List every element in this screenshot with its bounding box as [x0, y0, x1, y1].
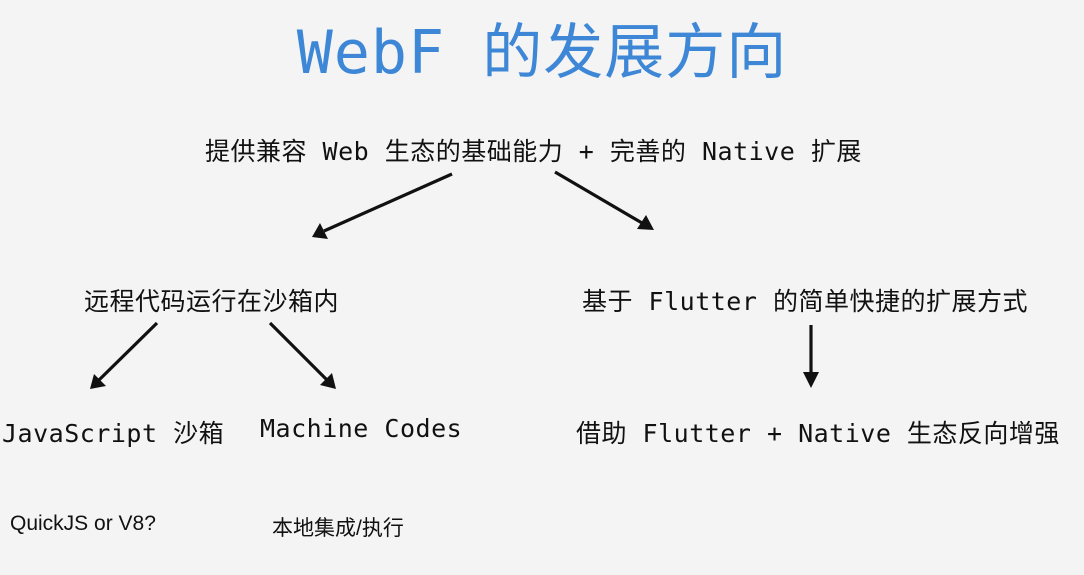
left-branch-node: 远程代码运行在沙箱内 — [84, 287, 340, 316]
native-exec-note: 本地集成/执行 — [272, 517, 404, 540]
machine-codes-node: Machine Codes — [260, 414, 463, 443]
root-node: 提供兼容 Web 生态的基础能力 + 完善的 Native 扩展 — [205, 137, 862, 166]
arrow-right-to-leaf — [803, 325, 819, 388]
arrow-left-to-js-sandbox — [90, 321, 159, 389]
right-leaf-node: 借助 Flutter + Native 生态反向增强 — [576, 419, 1060, 448]
js-engine-note: QuickJS or V8? — [10, 512, 156, 535]
page-title: WebF 的发展方向 — [296, 18, 788, 88]
js-sandbox-node: JavaScript 沙箱 — [2, 419, 225, 448]
right-branch-node: 基于 Flutter 的简单快捷的扩展方式 — [582, 287, 1028, 316]
arrow-root-to-right — [554, 170, 654, 230]
arrow-left-to-machine-codes — [268, 321, 336, 389]
arrow-root-to-left — [312, 172, 453, 239]
